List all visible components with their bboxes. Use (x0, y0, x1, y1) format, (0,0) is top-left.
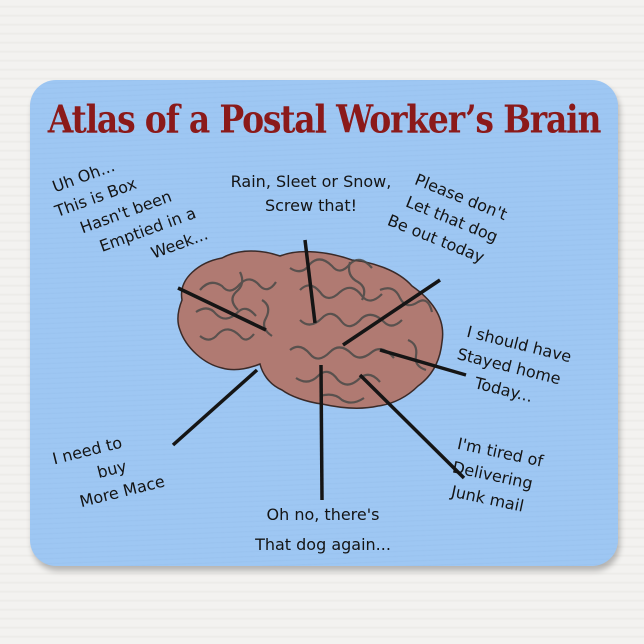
pointer-line-dog-again (319, 364, 324, 501)
note-line: That dog again... (255, 535, 391, 554)
note-rain-sleet-snow: Rain, Sleet or Snow, Screw that! (200, 170, 422, 218)
pointer-lines (171, 239, 467, 501)
pointer-line-dog-out (342, 278, 441, 347)
pointer-line-junk (358, 373, 466, 480)
pointer-line-rain (303, 239, 317, 324)
note-line: Rain, Sleet or Snow, (230, 172, 392, 191)
pointer-line-stayed (379, 348, 467, 377)
note-line: Screw that! (264, 196, 358, 215)
brain-icon (177, 250, 444, 409)
pointer-line-mace (171, 368, 259, 447)
pointer-line-box (177, 286, 267, 332)
note-line: Oh no, there's (266, 505, 380, 524)
note-dog-again: Oh no, there's That dog again... (228, 500, 418, 560)
page-title: Atlas of a Postal Worker’s Brain (47, 97, 602, 142)
